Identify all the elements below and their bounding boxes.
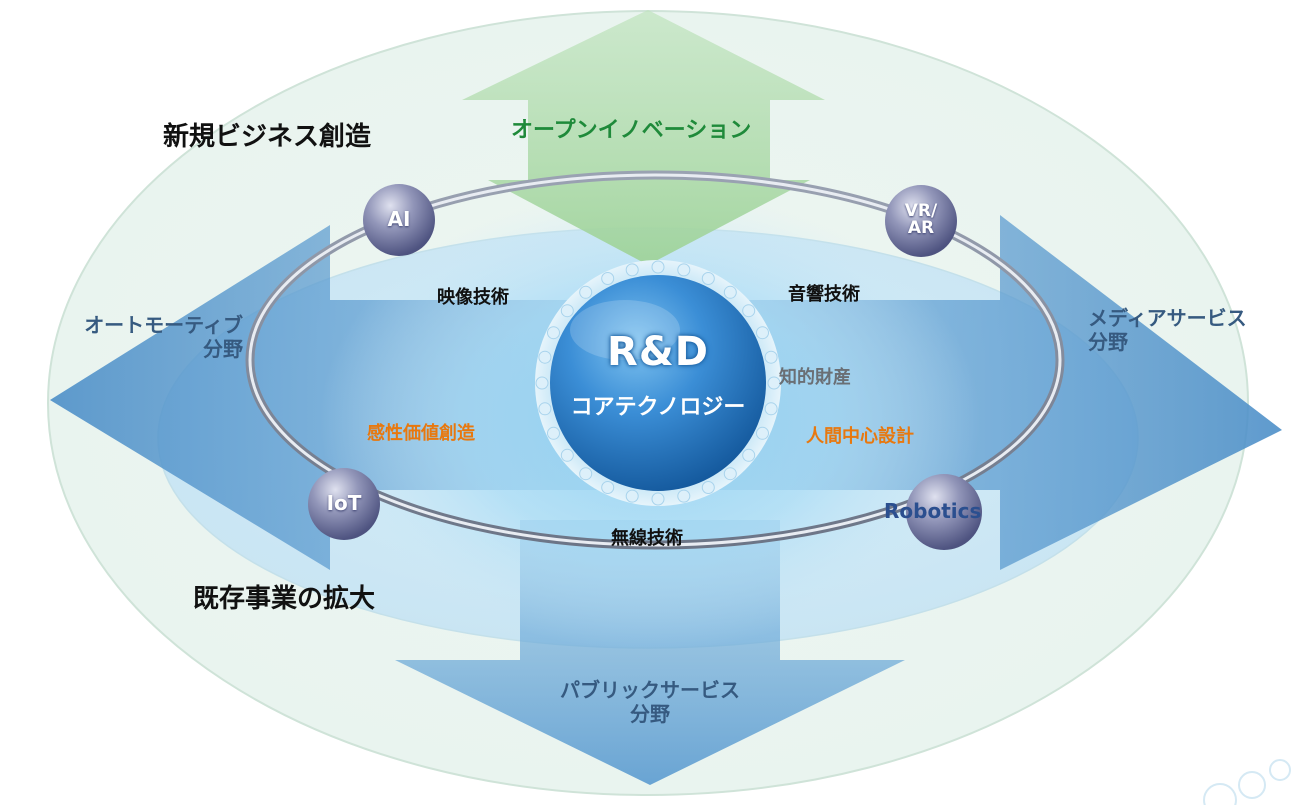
orb-ai: [363, 184, 435, 256]
tech-ip-label: 知的財産: [779, 367, 851, 388]
core-bead: [535, 376, 549, 390]
automotive-field-label: オートモーティブ 分野: [38, 313, 243, 361]
deco-circle: [1269, 759, 1291, 781]
public-field-label: パブリックサービス 分野: [550, 678, 750, 726]
core-bead: [547, 426, 560, 440]
core-bead: [601, 272, 615, 285]
media-field-line1: メディアサービス: [1088, 306, 1247, 330]
deco-circle: [1203, 783, 1237, 805]
core-bead: [723, 467, 737, 481]
core-bead: [651, 492, 665, 506]
core-bead: [560, 448, 574, 462]
core-bead: [538, 402, 552, 416]
core-bead: [701, 481, 715, 494]
arrow-up-green: [462, 10, 825, 265]
tech-audio-label: 音響技術: [788, 284, 860, 305]
core-bead: [767, 376, 781, 390]
automotive-field-line2: 分野: [203, 337, 243, 361]
human-centered-label: 人間中心設計: [806, 426, 914, 447]
orbit-ring-highlight: [248, 173, 1062, 547]
core-bead: [601, 481, 615, 494]
core-bead: [742, 448, 756, 462]
tech-video-label: 映像技術: [437, 287, 509, 308]
orb-ai-label: AI: [387, 207, 411, 231]
core-bead: [677, 489, 691, 503]
core-beads: [535, 260, 781, 506]
public-field-line2: 分野: [630, 702, 670, 726]
kansei-value-label: 感性価値創造: [367, 423, 475, 444]
core-bead: [560, 304, 574, 318]
existing-business-label: 既存事業の拡大: [193, 584, 376, 614]
core-bead: [677, 263, 691, 277]
orb-robotics-label: Robotics: [884, 499, 982, 523]
core-sphere: [550, 275, 766, 491]
tech-wireless-label: 無線技術: [611, 528, 683, 549]
core-subtitle: コアテクノロジー: [570, 395, 746, 420]
core-bead: [625, 263, 639, 277]
orb-vrar-line1: VR/: [904, 201, 938, 221]
open-innovation-label: オープンイノベーション: [511, 118, 752, 143]
core-bead: [701, 272, 715, 285]
orb-vrar-label: VR/ AR: [886, 203, 956, 237]
core-bead: [547, 326, 560, 340]
core-bead: [742, 304, 756, 318]
core-bead: [579, 467, 593, 481]
core-bead: [764, 402, 778, 416]
core-bead: [756, 326, 769, 340]
core-bead: [723, 285, 737, 299]
deco-circle: [1238, 771, 1266, 799]
media-field-line2: 分野: [1088, 330, 1128, 354]
core-title: R&D: [607, 329, 709, 375]
orb-iot: [308, 468, 380, 540]
orb-robotics: [906, 474, 982, 550]
public-field-line1: パブリックサービス: [560, 678, 740, 702]
core-bead: [756, 426, 769, 440]
core-bead: [579, 285, 593, 299]
core-bead: [651, 260, 665, 274]
media-field-label: メディアサービス 分野: [1088, 306, 1247, 354]
orb-iot-label: IoT: [326, 491, 362, 515]
orb-vrar-line2: AR: [907, 218, 935, 238]
core-bead: [538, 350, 552, 364]
core-sphere-highlight: [570, 300, 680, 360]
core-bead: [764, 350, 778, 364]
new-business-label: 新規ビジネス創造: [163, 122, 372, 152]
automotive-field-line1: オートモーティブ: [84, 313, 243, 337]
orb-vrar: [885, 185, 957, 257]
core-bead: [625, 489, 639, 503]
